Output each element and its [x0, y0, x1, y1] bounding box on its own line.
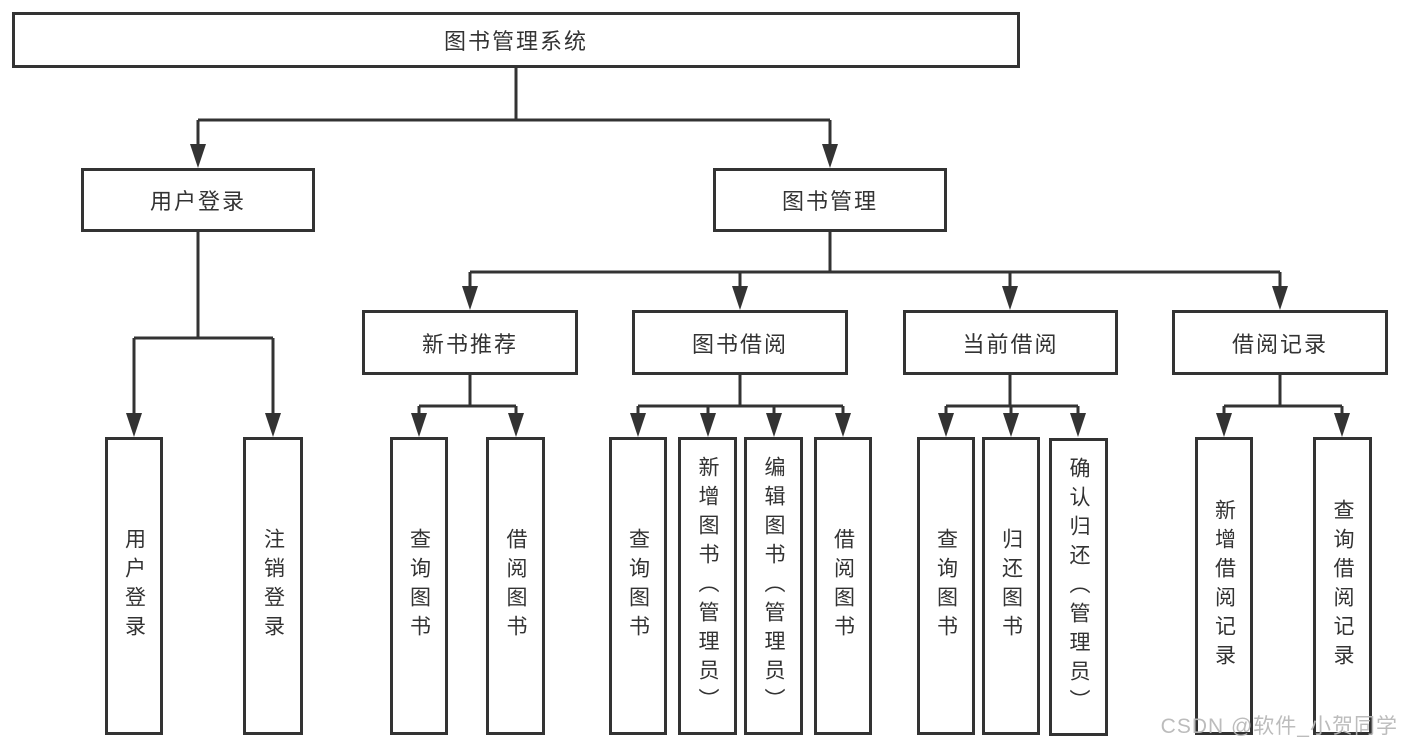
leaf-current-return-books: 归还图书: [982, 437, 1040, 735]
connector-recommend-children: [411, 375, 524, 437]
arrowhead-icon: [462, 286, 478, 310]
node-label: 查询图书: [407, 528, 431, 644]
connector-records-children: [1216, 375, 1350, 437]
connector-root-to-branches: [190, 68, 838, 168]
arrowhead-icon: [126, 413, 142, 437]
arrowhead-icon: [1216, 413, 1232, 437]
connector-book-management-modules: [462, 232, 1288, 310]
node-label: 新增图书（管理员）: [696, 455, 719, 717]
leaf-borrowing-edit-books-admin: 编辑图书（管理员）: [744, 437, 803, 735]
node-label: 新增借阅记录: [1212, 499, 1236, 673]
arrowhead-icon: [508, 413, 524, 437]
arrowhead-icon: [822, 144, 838, 168]
leaf-records-add-record: 新增借阅记录: [1195, 437, 1253, 735]
leaf-borrowing-borrow-books: 借阅图书: [814, 437, 872, 735]
arrowhead-icon: [700, 413, 716, 437]
leaf-recommend-query-books: 查询图书: [390, 437, 448, 735]
arrowhead-icon: [938, 413, 954, 437]
arrowhead-icon: [1334, 413, 1350, 437]
connector-line: [468, 232, 1282, 292]
node-label: 归还图书: [999, 528, 1023, 644]
node-current-borrowing: 当前借阅: [903, 310, 1118, 375]
node-new-book-recommendation: 新书推荐: [362, 310, 578, 375]
arrowhead-icon: [1003, 413, 1019, 437]
node-book-management: 图书管理: [713, 168, 947, 232]
node-label: 当前借阅: [962, 331, 1059, 357]
arrowhead-icon: [190, 144, 206, 168]
leaf-current-query-books: 查询图书: [917, 437, 975, 735]
arrowhead-icon: [1002, 286, 1018, 310]
node-book-borrowing: 图书借阅: [632, 310, 848, 375]
node-label: 借阅图书: [504, 528, 527, 644]
leaf-user-login: 用户登录: [105, 437, 163, 735]
csdn-watermark: CSDN @软件_小贺同学: [1160, 715, 1398, 738]
node-label: 新书推荐: [421, 331, 518, 357]
node-label: 注销登录: [261, 528, 285, 644]
connector-user-login-children: [126, 232, 281, 437]
node-label: 编辑图书（管理员）: [762, 455, 785, 717]
leaf-borrowing-add-books-admin: 新增图书（管理员）: [678, 437, 737, 735]
connector-line: [636, 375, 845, 420]
connector-line: [196, 68, 832, 150]
arrowhead-icon: [1272, 286, 1288, 310]
node-label: 图书管理: [781, 189, 878, 214]
node-label: 用户登录: [149, 189, 246, 214]
node-label: 借阅记录: [1231, 331, 1328, 357]
connector-line: [1222, 375, 1344, 420]
connector-line: [132, 232, 275, 420]
node-label: 确认归还（管理员）: [1067, 456, 1090, 718]
node-library-system: 图书管理系统: [12, 12, 1020, 68]
connector-borrowing-children: [630, 375, 851, 437]
arrowhead-icon: [265, 413, 281, 437]
node-label: 借阅图书: [831, 528, 855, 644]
arrowhead-icon: [1070, 413, 1086, 437]
arrowhead-icon: [411, 413, 427, 437]
leaf-current-confirm-return-admin: 确认归还（管理员）: [1049, 438, 1108, 736]
node-label: 图书管理系统: [443, 29, 588, 54]
node-borrowing-records: 借阅记录: [1172, 310, 1388, 375]
connector-line: [417, 375, 518, 420]
arrowhead-icon: [732, 286, 748, 310]
leaf-logout: 注销登录: [243, 437, 303, 735]
node-label: 图书借阅: [691, 331, 788, 357]
arrowhead-icon: [766, 413, 782, 437]
node-label: 查询借阅记录: [1331, 499, 1354, 673]
connector-current-children: [938, 375, 1086, 437]
leaf-recommend-borrow-books: 借阅图书: [486, 437, 545, 735]
leaf-records-query-record: 查询借阅记录: [1313, 437, 1372, 735]
node-label: 用户登录: [122, 528, 146, 644]
arrowhead-icon: [630, 413, 646, 437]
arrowhead-icon: [835, 413, 851, 437]
node-label: 查询图书: [626, 528, 650, 644]
node-label: 查询图书: [934, 528, 958, 644]
node-user-login: 用户登录: [81, 168, 315, 232]
leaf-borrowing-query-books: 查询图书: [609, 437, 667, 735]
